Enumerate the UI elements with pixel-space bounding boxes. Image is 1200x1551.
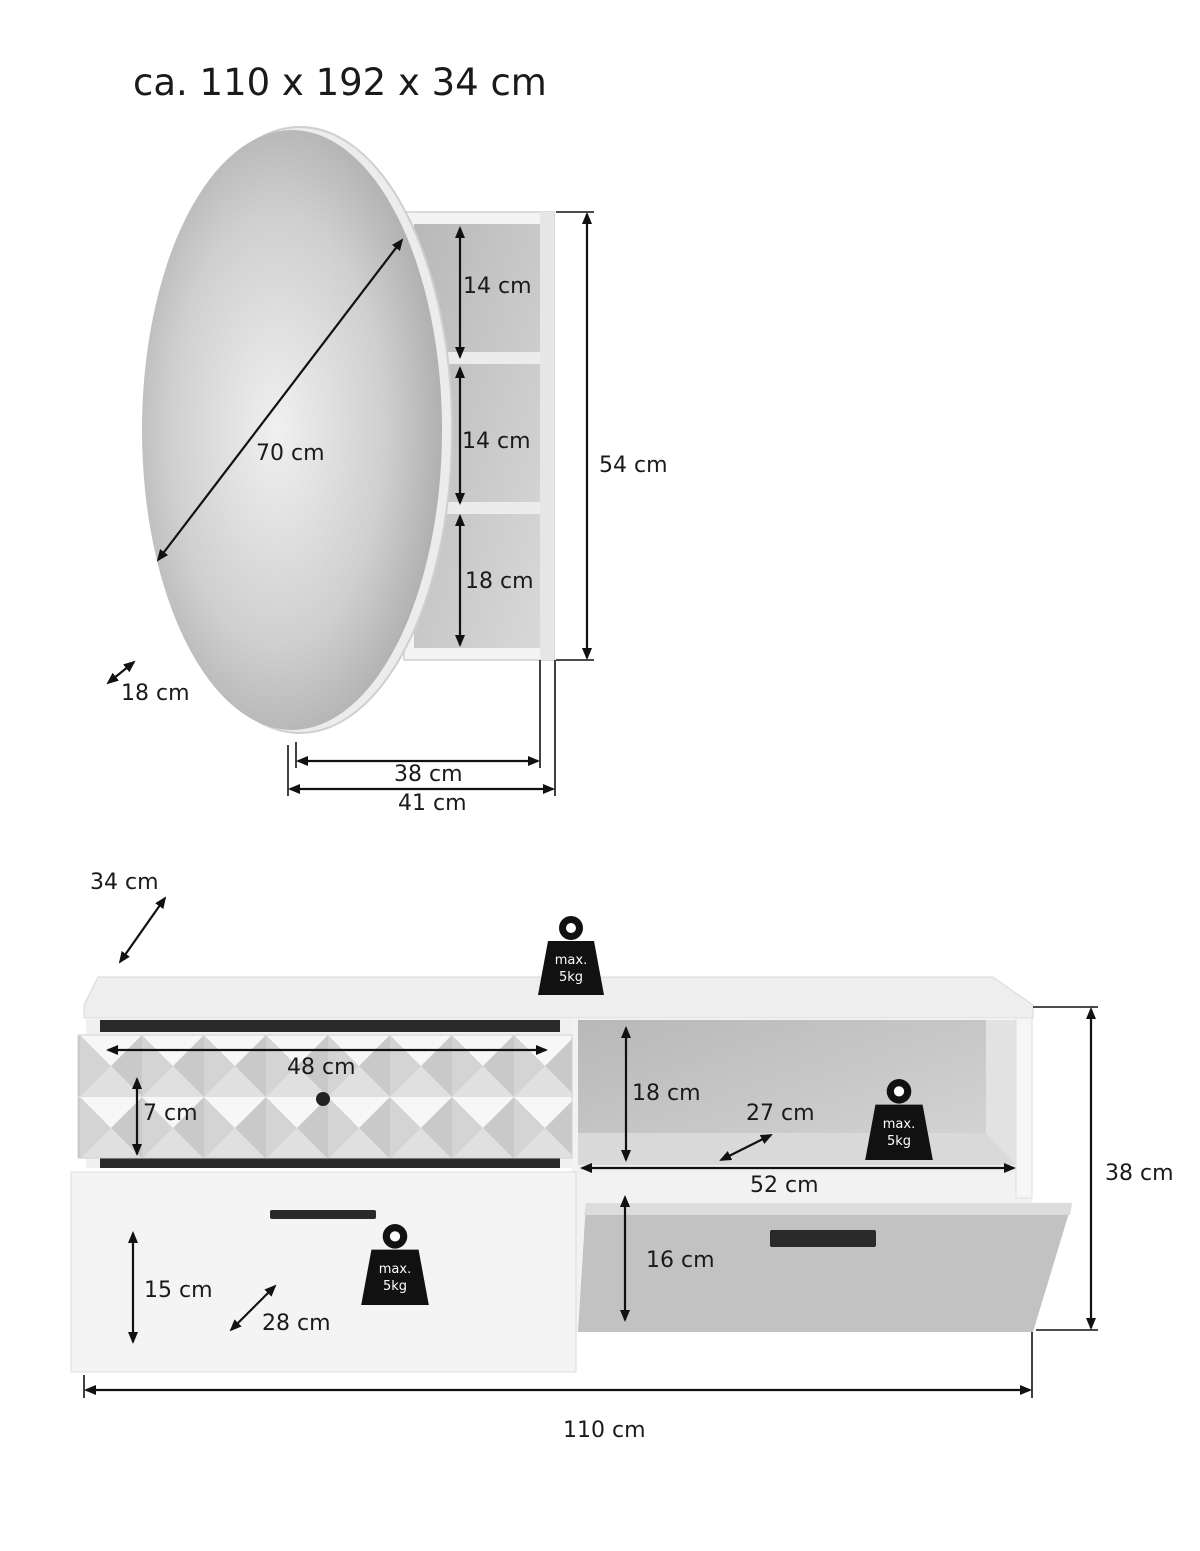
weight-top-line2: 5kg xyxy=(559,970,583,985)
weight-drawer-line2: 5kg xyxy=(383,1279,407,1294)
drawer-height-label: 7 cm xyxy=(143,1101,198,1126)
title: ca. 110 x 192 x 34 cm xyxy=(133,61,547,104)
total-height-label: 38 cm xyxy=(1105,1161,1174,1186)
weight-drawer-line1: max. xyxy=(379,1262,411,1277)
weight-icon: max. 5kg xyxy=(538,916,604,995)
weight-top-line1: max. xyxy=(555,953,587,968)
mirror-depth-label: 18 cm xyxy=(121,681,190,706)
weight-icon: max. 5kg xyxy=(865,1079,933,1160)
weight-shelf-line1: max. xyxy=(883,1117,915,1132)
total-width-label: 110 cm xyxy=(563,1418,646,1443)
weight-icon: max. 5kg xyxy=(361,1224,429,1305)
drawer-width-label: 48 cm xyxy=(287,1055,356,1080)
shelf-width-label: 52 cm xyxy=(750,1173,819,1198)
weight-shelf-line2: 5kg xyxy=(887,1134,911,1149)
mirror-diameter-label: 70 cm xyxy=(256,441,325,466)
vanity-depth-label: 34 cm xyxy=(90,870,159,895)
shelf-bottom-label: 18 cm xyxy=(465,569,534,594)
cabinet-height-label: 54 cm xyxy=(599,453,668,478)
flap-height-label: 16 cm xyxy=(646,1248,715,1273)
shelf-top-label: 14 cm xyxy=(463,274,532,299)
vanity-drawing xyxy=(70,976,1072,1373)
shelf-middle-label: 14 cm xyxy=(462,429,531,454)
shelf-height-label: 18 cm xyxy=(632,1081,701,1106)
shelf-depth-label: 27 cm xyxy=(746,1101,815,1126)
lower-drawer-depth-label: 28 cm xyxy=(262,1311,331,1336)
lower-drawer-height-label: 15 cm xyxy=(144,1278,213,1303)
inner-width-label: 38 cm xyxy=(394,762,463,787)
outer-width-label: 41 cm xyxy=(398,791,467,816)
